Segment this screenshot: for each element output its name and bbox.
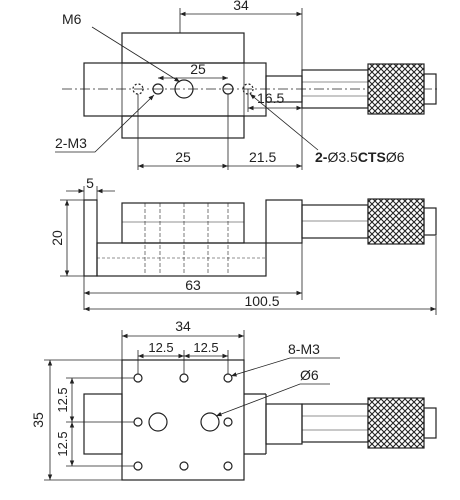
bottom-micrometer-sleeve: [265, 403, 303, 445]
label-25-lower: 25: [175, 149, 191, 165]
m3-hole: [223, 373, 233, 383]
label-cbore-head: Ø6: [386, 149, 405, 165]
top-micrometer-thimble: [367, 63, 425, 115]
label-vpitch-lower: 12.5: [55, 431, 70, 456]
side-micrometer-cap: [423, 207, 437, 236]
label-pitch-left: 12.5: [148, 340, 173, 355]
label-m6: M6: [62, 11, 82, 27]
label-25-upper: 25: [190, 61, 206, 77]
side-micrometer-thimble: [367, 198, 425, 245]
leader-2-m3: [55, 94, 155, 153]
bore-right: [200, 412, 220, 432]
leader-cbore: [249, 93, 319, 151]
side-end-plate: [83, 199, 98, 277]
label-100-5: 100.5: [244, 293, 279, 309]
bottom-view: [44, 330, 437, 481]
bottom-micrometer-cap: [423, 407, 437, 439]
label-cbore-dia: Ø3.5: [327, 149, 358, 165]
label-pitch-right: 12.5: [193, 340, 218, 355]
label-34-top: 34: [233, 0, 249, 13]
leader-bore: [215, 383, 330, 417]
top-view: [55, 8, 440, 170]
bore-left: [148, 412, 168, 432]
label-16-5: 16.5: [257, 90, 284, 106]
label-vpitch-upper: 12.5: [55, 387, 70, 412]
leader-m6: [91, 26, 181, 83]
label-35: 35: [30, 412, 46, 428]
side-micrometer-barrel: [301, 204, 369, 239]
m3-hole: [179, 461, 189, 471]
m3-hole: [223, 417, 233, 427]
side-view: [60, 186, 437, 315]
top-micrometer-cap: [423, 73, 437, 105]
m3-hole: [133, 461, 143, 471]
m3-hole: [133, 373, 143, 383]
side-base: [96, 242, 267, 277]
label-cbore-type: CTS: [358, 149, 386, 165]
label-cbore: 2-Ø3.5CTSØ6: [315, 149, 405, 165]
cbore-hole-right: [242, 83, 254, 95]
label-20: 20: [49, 230, 65, 246]
leader-8-m3: [230, 357, 340, 377]
label-8-m3: 8-M3: [288, 341, 320, 357]
label-cbore-qty: 2-: [315, 149, 328, 165]
m3-hole: [223, 461, 233, 471]
side-carriage: [121, 202, 245, 244]
side-micrometer-mount: [265, 199, 303, 244]
m3-hole: [179, 373, 189, 383]
top-view-labels: 34 M6 25 16.5 2-M3 25 21.5 2-Ø3.5CTSØ6: [55, 0, 405, 165]
side-view-labels: 5 20 63 100.5: [49, 175, 280, 309]
label-34-bottom: 34: [175, 318, 191, 334]
bottom-left-plate: [83, 393, 123, 455]
cbore-hole-left: [132, 83, 144, 95]
top-lower-block: [121, 115, 245, 139]
bottom-micrometer-barrel: [301, 403, 369, 443]
label-bore: Ø6: [300, 367, 319, 383]
m3-hole-left: [152, 83, 164, 95]
label-21-5: 21.5: [249, 149, 276, 165]
m3-hole: [133, 417, 143, 427]
bottom-carriage: [121, 359, 245, 481]
label-63: 63: [185, 277, 201, 293]
label-2-m3: 2-M3: [55, 135, 87, 151]
bottom-view-labels: 34 12.5 12.5 8-M3 Ø6 35 12.5 12.5: [30, 318, 320, 457]
bottom-micrometer-thimble: [367, 397, 425, 449]
label-5: 5: [86, 175, 94, 191]
top-upper-block: [121, 32, 245, 64]
